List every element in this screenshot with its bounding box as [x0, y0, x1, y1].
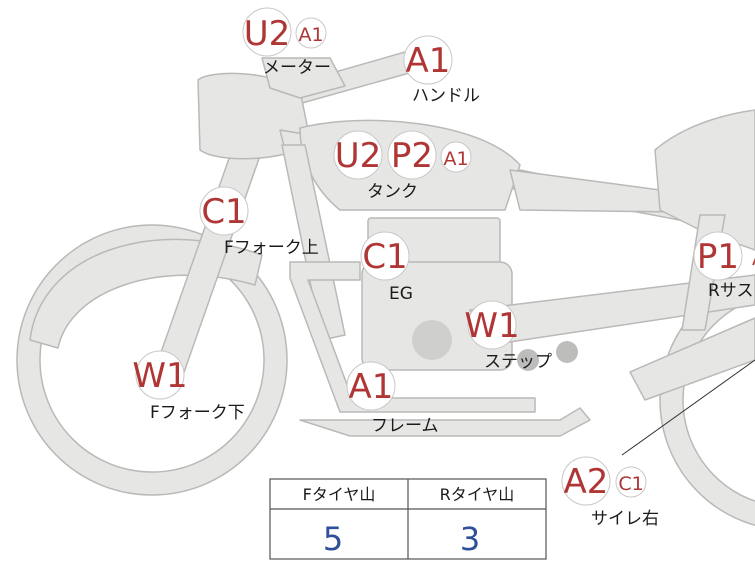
- badge-bg: [199, 186, 249, 236]
- code-tank-3: A1: [443, 148, 468, 170]
- label-engine: EG: [389, 284, 413, 304]
- code-meter-primary: U2: [244, 14, 291, 54]
- code-meter-secondary: A1: [298, 24, 323, 46]
- frame-lower-rail: [299, 407, 591, 437]
- code-handle: A1: [406, 41, 451, 81]
- code-rear-sus-1: P1: [697, 237, 739, 277]
- tire-tread-table: Fタイヤ山 Rタイヤ山 5 3: [269, 478, 547, 560]
- badge-bg: [561, 456, 611, 506]
- code-rear-sus-2: A: [752, 248, 755, 270]
- callout-muffler-right: A2 C1 サイレ右: [561, 456, 659, 529]
- badge-bg: [615, 466, 647, 498]
- muffler-leader-line: [621, 359, 755, 456]
- badge-bg: [333, 130, 383, 180]
- callout-rear-suspension: P1 A Rサス: [693, 231, 755, 301]
- code-step: W1: [464, 306, 519, 346]
- badge-bg: [387, 130, 437, 180]
- value-front-tire: 5: [323, 520, 343, 558]
- badge-bg: [346, 361, 396, 411]
- muffler: [629, 317, 755, 401]
- frame-cradle: [289, 261, 536, 413]
- footrest-left: [517, 349, 539, 371]
- label-rear-suspension: Rサス: [708, 281, 753, 301]
- footrest-right: [556, 341, 578, 363]
- callout-meter: U2 A1 メーター: [242, 7, 331, 78]
- label-handle: ハンドル: [412, 86, 480, 106]
- code-fork-upper: C1: [201, 192, 246, 232]
- code-muffler-1: A2: [564, 462, 609, 502]
- code-muffler-2: C1: [618, 473, 643, 495]
- badge-bg: [693, 231, 743, 281]
- badge-bg: [440, 141, 472, 173]
- header-front-tire: Fタイヤ山: [303, 485, 376, 504]
- callout-step: W1 ステップ: [464, 300, 552, 372]
- callout-handle: A1 ハンドル: [403, 35, 480, 106]
- header-rear-tire: Rタイヤ山: [440, 485, 515, 504]
- callout-engine: C1 EG: [360, 231, 413, 304]
- callout-frame: A1 フレーム: [346, 361, 439, 436]
- seat: [509, 169, 681, 213]
- badge-bg: [360, 231, 410, 281]
- label-frame: フレーム: [371, 416, 439, 436]
- meter-housing: [261, 57, 346, 99]
- label-muffler-right: サイレ右: [591, 509, 659, 529]
- label-tank: タンク: [367, 182, 418, 202]
- badge-bg: [135, 350, 185, 400]
- code-engine: C1: [362, 237, 407, 277]
- badge-bg: [467, 300, 517, 350]
- rear-cowl: [654, 109, 755, 251]
- label-step: ステップ: [484, 352, 552, 372]
- motorcycle-illustration: [16, 51, 755, 526]
- label-fork-upper: Fフォーク上: [224, 238, 319, 258]
- code-fork-lower: W1: [132, 356, 187, 396]
- callout-fork-lower: W1 Fフォーク下: [132, 350, 245, 423]
- badge-bg: [403, 35, 453, 85]
- code-tank-2: P2: [391, 136, 433, 176]
- callout-fork-upper: C1 Fフォーク上: [199, 186, 319, 258]
- badge-bg: [295, 17, 327, 49]
- callout-tank: U2 P2 A1 タンク: [333, 130, 472, 202]
- badge-bg: [242, 7, 292, 57]
- code-frame: A1: [349, 367, 394, 407]
- value-rear-tire: 3: [460, 520, 480, 558]
- code-tank-1: U2: [335, 136, 382, 176]
- label-fork-lower: Fフォーク下: [150, 403, 245, 423]
- engine-cover: [412, 320, 452, 360]
- label-meter: メーター: [263, 58, 331, 78]
